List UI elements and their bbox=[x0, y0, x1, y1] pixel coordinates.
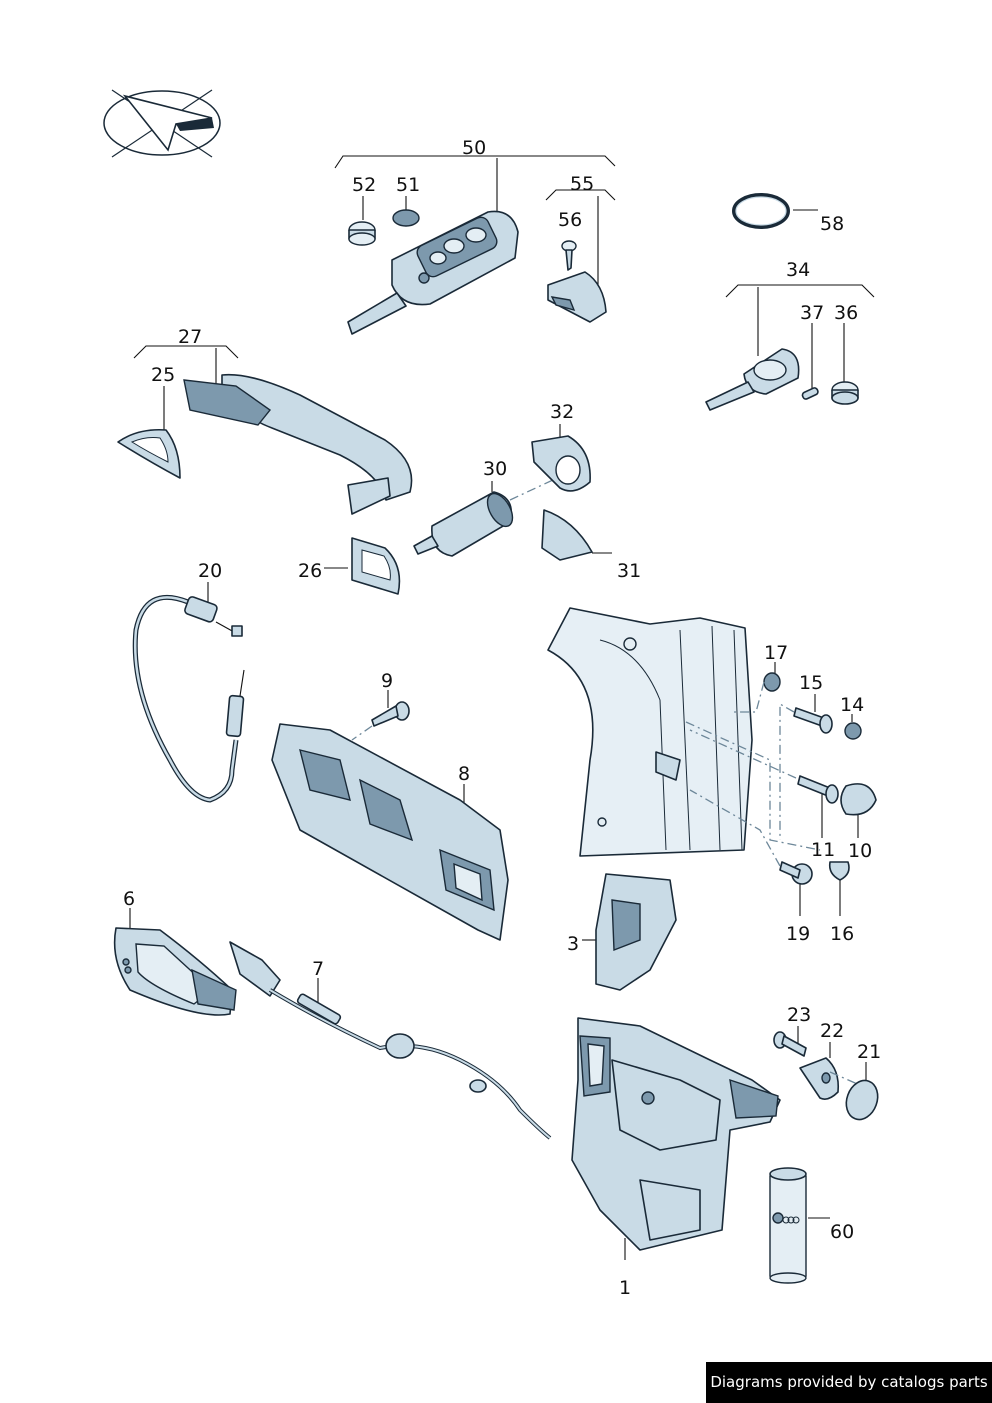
outer-handle-27 bbox=[133, 345, 413, 515]
callout-36: 36 bbox=[834, 302, 858, 324]
cap-14 bbox=[844, 714, 862, 740]
callout-labels: 50 52 51 55 56 58 34 37 36 27 25 32 30 2… bbox=[123, 137, 881, 1299]
callout-22: 22 bbox=[820, 1020, 844, 1042]
bolt-11 bbox=[689, 729, 839, 838]
cover-21 bbox=[845, 1062, 879, 1121]
callout-19: 19 bbox=[786, 923, 810, 945]
callout-21: 21 bbox=[857, 1041, 881, 1063]
cover-32 bbox=[531, 424, 591, 492]
screw-19 bbox=[689, 789, 813, 916]
callout-11: 11 bbox=[811, 839, 835, 861]
screw-23 bbox=[773, 1026, 807, 1057]
bolt-15 bbox=[779, 694, 833, 840]
callout-30: 30 bbox=[483, 458, 507, 480]
remote-key-50 bbox=[334, 155, 616, 335]
callout-50: 50 bbox=[462, 137, 486, 159]
cap-31 bbox=[541, 509, 612, 561]
callout-16: 16 bbox=[830, 923, 854, 945]
callout-6: 6 bbox=[123, 888, 135, 910]
callout-32: 32 bbox=[550, 401, 574, 423]
bowden-cable-20 bbox=[132, 582, 245, 803]
callout-23: 23 bbox=[787, 1004, 811, 1026]
cap-10 bbox=[840, 783, 877, 838]
callout-7: 7 bbox=[312, 958, 324, 980]
inner-handle-6 bbox=[113, 908, 237, 1016]
callout-25: 25 bbox=[151, 364, 175, 386]
plate-22 bbox=[799, 1042, 863, 1100]
callout-31: 31 bbox=[617, 560, 641, 582]
release-cable-7 bbox=[229, 941, 552, 1140]
bracket-3 bbox=[582, 873, 677, 991]
callout-17: 17 bbox=[764, 642, 788, 664]
callout-56: 56 bbox=[558, 209, 582, 231]
seal-ring-58 bbox=[732, 193, 818, 229]
direction-arrow-icon bbox=[103, 89, 221, 158]
door-shell bbox=[547, 607, 753, 857]
credit-banner: Diagrams provided by catalogs parts bbox=[706, 1362, 992, 1403]
clip-16 bbox=[828, 861, 850, 916]
door-lock-1 bbox=[571, 1017, 781, 1260]
pin-37 bbox=[801, 323, 819, 400]
screw-9 bbox=[351, 690, 410, 741]
gasket-26 bbox=[324, 537, 401, 595]
handle-carrier-8 bbox=[271, 723, 509, 941]
callout-37: 37 bbox=[800, 302, 824, 324]
callout-10: 10 bbox=[848, 840, 872, 862]
callout-1: 1 bbox=[619, 1277, 631, 1299]
cap-17 bbox=[734, 662, 781, 713]
key-34 bbox=[705, 284, 875, 411]
callout-8: 8 bbox=[458, 763, 470, 785]
callout-60: 60 bbox=[830, 1221, 854, 1243]
callout-34: 34 bbox=[786, 259, 810, 281]
screw-56 bbox=[561, 240, 577, 271]
callout-14: 14 bbox=[840, 694, 864, 716]
grease-tube-60 bbox=[769, 1167, 830, 1284]
battery-52 bbox=[348, 196, 376, 246]
callout-26: 26 bbox=[298, 560, 322, 582]
callout-20: 20 bbox=[198, 560, 222, 582]
callout-55: 55 bbox=[570, 173, 594, 195]
callout-52: 52 bbox=[352, 174, 376, 196]
key-blank-55 bbox=[545, 189, 616, 323]
key-badge-51 bbox=[392, 196, 420, 227]
callout-15: 15 bbox=[799, 672, 823, 694]
callout-3: 3 bbox=[567, 933, 579, 955]
callout-51: 51 bbox=[396, 174, 420, 196]
lock-cylinder-30 bbox=[413, 471, 571, 557]
callout-27: 27 bbox=[178, 326, 202, 348]
callout-9: 9 bbox=[381, 670, 393, 692]
cap-36 bbox=[831, 323, 859, 405]
callout-58: 58 bbox=[820, 213, 844, 235]
gasket-25 bbox=[117, 386, 181, 479]
